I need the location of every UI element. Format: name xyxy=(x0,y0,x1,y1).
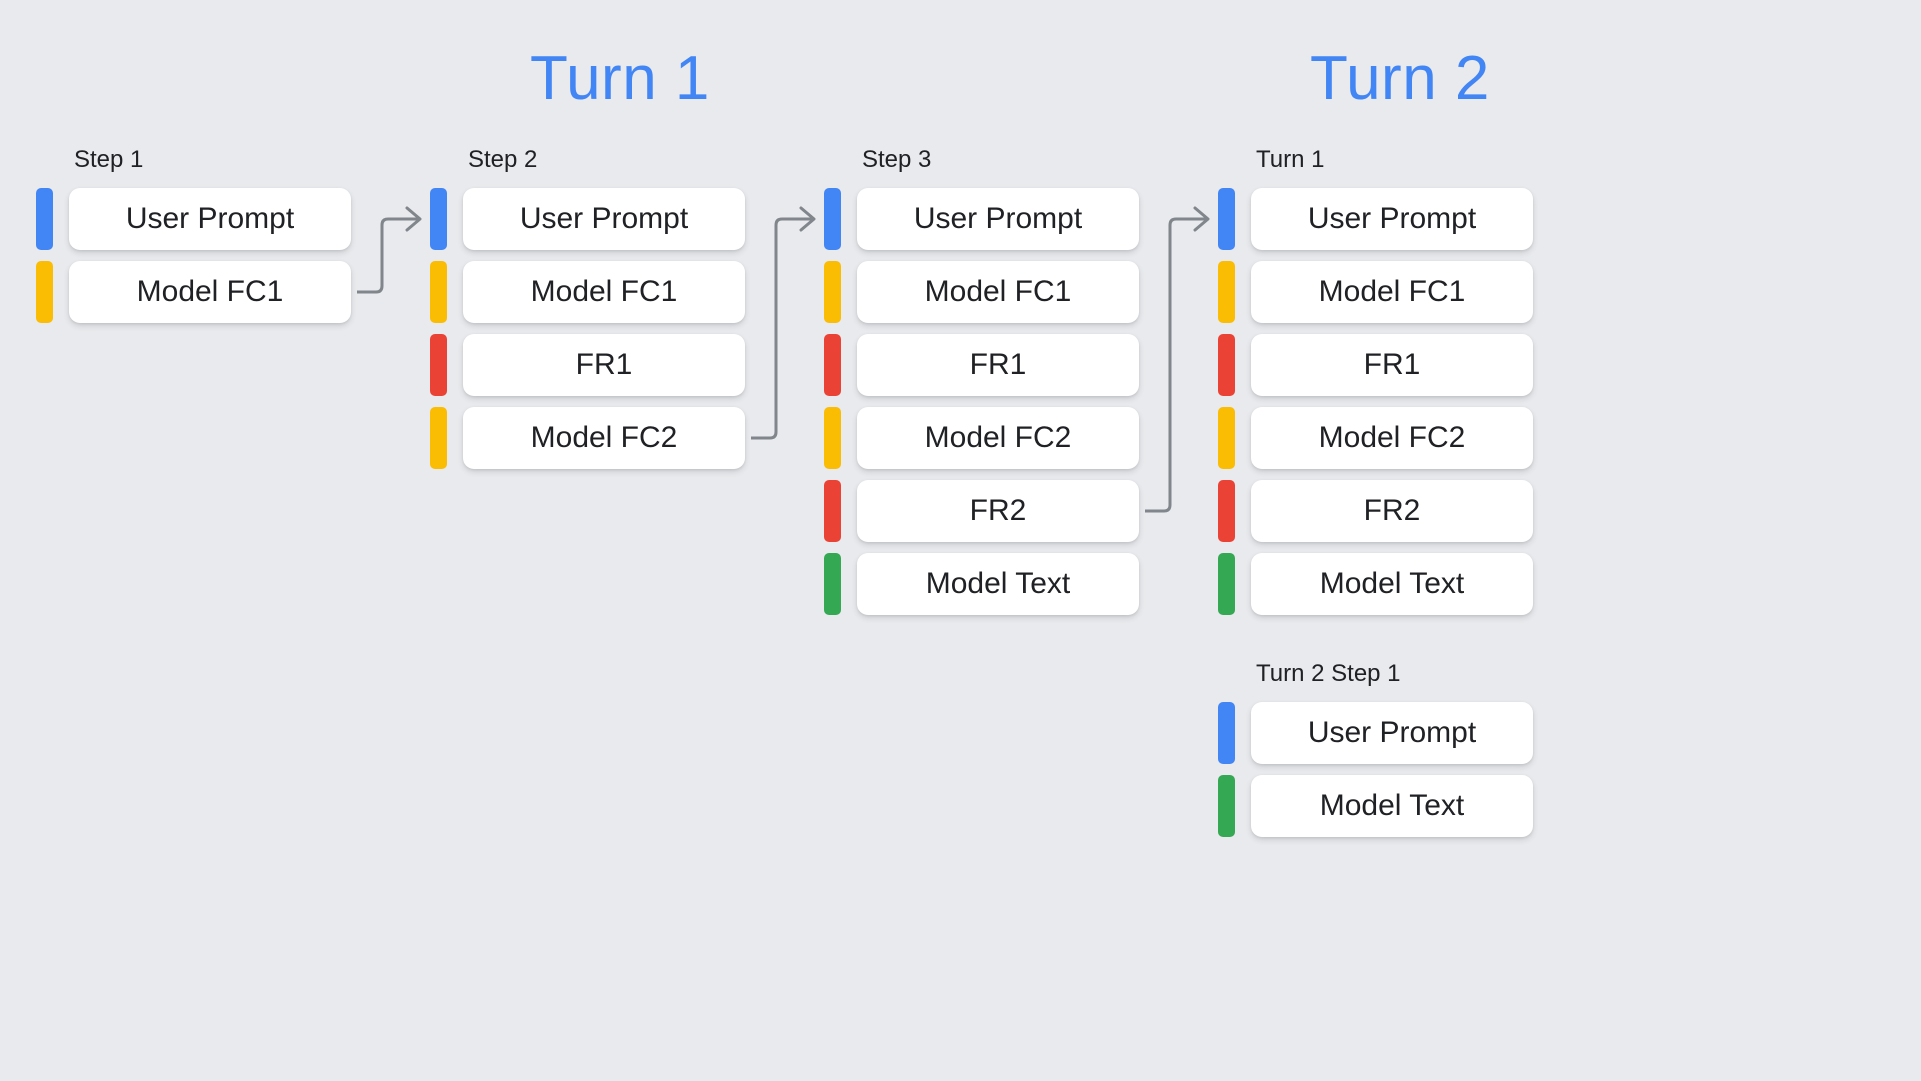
group-label-turn-2-step-1: Turn 2 Step 1 xyxy=(1256,660,1401,687)
row-step-1-0: User Prompt xyxy=(36,188,351,250)
group-label-step-3: Step 3 xyxy=(862,146,932,173)
role-bar-red-icon xyxy=(1218,334,1235,396)
message-card-label: Model FC1 xyxy=(530,275,678,308)
message-card[interactable]: User Prompt xyxy=(857,188,1139,250)
role-bar-blue-icon xyxy=(430,188,447,250)
row-step-1-1: Model FC1 xyxy=(36,261,351,323)
message-card[interactable]: Model FC1 xyxy=(463,261,745,323)
message-card-label: Model Text xyxy=(1319,789,1465,822)
message-card[interactable]: Model Text xyxy=(857,553,1139,615)
message-card[interactable]: FR1 xyxy=(463,334,745,396)
message-card-label: FR2 xyxy=(1363,494,1421,527)
row-step-2-2: FR1 xyxy=(430,334,745,396)
role-bar-yellow-icon xyxy=(430,407,447,469)
group-label-step-2: Step 2 xyxy=(468,146,538,173)
row-step-3-5: Model Text xyxy=(824,553,1139,615)
row-turn-2-turn-1-3: Model FC2 xyxy=(1218,407,1533,469)
message-card-label: Model FC2 xyxy=(530,421,678,454)
message-card[interactable]: Model FC1 xyxy=(1251,261,1533,323)
message-card-label: User Prompt xyxy=(1307,202,1477,235)
message-card[interactable]: FR1 xyxy=(857,334,1139,396)
row-turn-2-turn-1-4: FR2 xyxy=(1218,480,1533,542)
message-card-label: FR1 xyxy=(1363,348,1421,381)
message-card[interactable]: FR2 xyxy=(1251,480,1533,542)
message-card[interactable]: Model FC2 xyxy=(1251,407,1533,469)
row-turn-2-turn-1-2: FR1 xyxy=(1218,334,1533,396)
message-card-label: Model FC1 xyxy=(136,275,284,308)
message-card-label: FR1 xyxy=(969,348,1027,381)
message-card-label: Model FC1 xyxy=(1318,275,1466,308)
message-card[interactable]: User Prompt xyxy=(1251,188,1533,250)
message-card[interactable]: Model Text xyxy=(1251,553,1533,615)
connector-arrowhead-step2-to-step3 xyxy=(799,206,816,232)
message-card[interactable]: Model Text xyxy=(1251,775,1533,837)
message-card-label: Model Text xyxy=(925,567,1071,600)
message-card[interactable]: Model FC2 xyxy=(857,407,1139,469)
role-bar-yellow-icon xyxy=(824,407,841,469)
row-step-2-3: Model FC2 xyxy=(430,407,745,469)
role-bar-yellow-icon xyxy=(1218,407,1235,469)
row-turn-2-step-1-0: User Prompt xyxy=(1218,702,1533,764)
message-card-label: User Prompt xyxy=(913,202,1083,235)
row-step-2-0: User Prompt xyxy=(430,188,745,250)
message-card-label: FR2 xyxy=(969,494,1027,527)
connector-arrowhead-step3-to-turn2 xyxy=(1193,206,1210,232)
message-card-label: FR1 xyxy=(575,348,633,381)
message-card-label: User Prompt xyxy=(125,202,295,235)
row-step-2-1: Model FC1 xyxy=(430,261,745,323)
message-card[interactable]: Model FC1 xyxy=(69,261,351,323)
row-turn-2-turn-1-1: Model FC1 xyxy=(1218,261,1533,323)
connector-step1-to-step2 xyxy=(357,217,420,294)
role-bar-yellow-icon xyxy=(430,261,447,323)
message-card-label: User Prompt xyxy=(1307,716,1477,749)
role-bar-green-icon xyxy=(1218,553,1235,615)
message-card[interactable]: FR1 xyxy=(1251,334,1533,396)
message-card[interactable]: User Prompt xyxy=(1251,702,1533,764)
role-bar-red-icon xyxy=(824,334,841,396)
turn-title-1: Turn 1 xyxy=(530,44,710,113)
role-bar-blue-icon xyxy=(1218,702,1235,764)
role-bar-blue-icon xyxy=(824,188,841,250)
message-card-label: Model FC1 xyxy=(924,275,1072,308)
message-card-label: Model Text xyxy=(1319,567,1465,600)
connector-step3-to-turn2 xyxy=(1145,217,1208,513)
message-card[interactable]: FR2 xyxy=(857,480,1139,542)
role-bar-yellow-icon xyxy=(36,261,53,323)
message-card[interactable]: Model FC2 xyxy=(463,407,745,469)
message-card-label: User Prompt xyxy=(519,202,689,235)
role-bar-green-icon xyxy=(824,553,841,615)
role-bar-blue-icon xyxy=(1218,188,1235,250)
message-card[interactable]: Model FC1 xyxy=(857,261,1139,323)
message-card-label: Model FC2 xyxy=(1318,421,1466,454)
message-card[interactable]: User Prompt xyxy=(463,188,745,250)
row-turn-2-turn-1-5: Model Text xyxy=(1218,553,1533,615)
role-bar-yellow-icon xyxy=(824,261,841,323)
row-step-3-2: FR1 xyxy=(824,334,1139,396)
group-label-step-1: Step 1 xyxy=(74,146,144,173)
connector-arrowhead-step1-to-step2 xyxy=(405,206,422,232)
row-step-3-1: Model FC1 xyxy=(824,261,1139,323)
group-label-turn-2-turn-1: Turn 1 xyxy=(1256,146,1325,173)
row-step-3-0: User Prompt xyxy=(824,188,1139,250)
row-step-3-4: FR2 xyxy=(824,480,1139,542)
message-card[interactable]: User Prompt xyxy=(69,188,351,250)
role-bar-blue-icon xyxy=(36,188,53,250)
row-step-3-3: Model FC2 xyxy=(824,407,1139,469)
message-card-label: Model FC2 xyxy=(924,421,1072,454)
role-bar-red-icon xyxy=(824,480,841,542)
role-bar-yellow-icon xyxy=(1218,261,1235,323)
row-turn-2-step-1-1: Model Text xyxy=(1218,775,1533,837)
role-bar-green-icon xyxy=(1218,775,1235,837)
turn-title-2: Turn 2 xyxy=(1310,44,1490,113)
role-bar-red-icon xyxy=(430,334,447,396)
row-turn-2-turn-1-0: User Prompt xyxy=(1218,188,1533,250)
role-bar-red-icon xyxy=(1218,480,1235,542)
connector-step2-to-step3 xyxy=(751,217,814,440)
